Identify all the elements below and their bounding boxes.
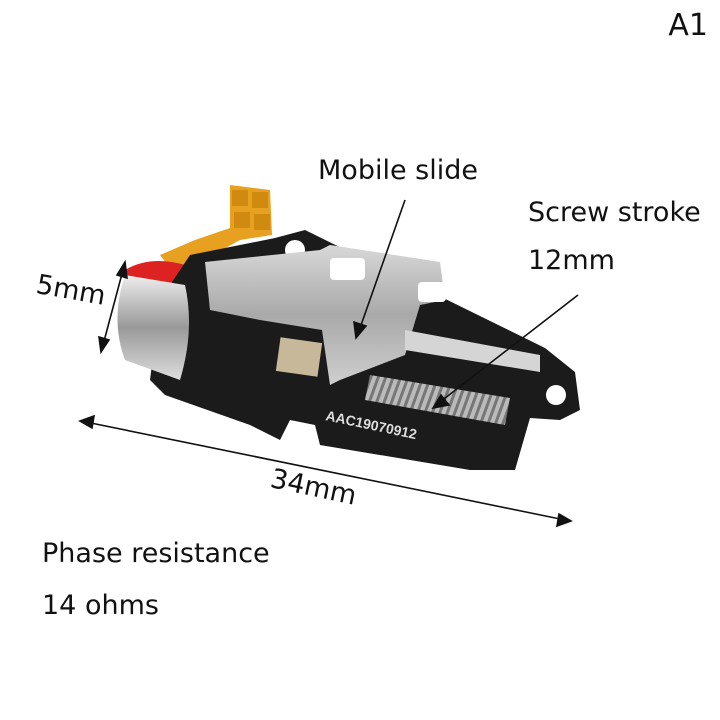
stepper-motor xyxy=(117,275,189,380)
variant-label: A1 xyxy=(668,8,708,43)
phase-resistance-label: Phase resistance xyxy=(42,538,270,569)
mobile-slide-label: Mobile slide xyxy=(318,155,478,186)
mobile-slide xyxy=(205,245,445,385)
screw-stroke-value: 12mm xyxy=(528,245,615,276)
phase-resistance-value: 14 ohms xyxy=(42,590,159,621)
screw-stroke-label: Screw stroke xyxy=(528,197,701,228)
